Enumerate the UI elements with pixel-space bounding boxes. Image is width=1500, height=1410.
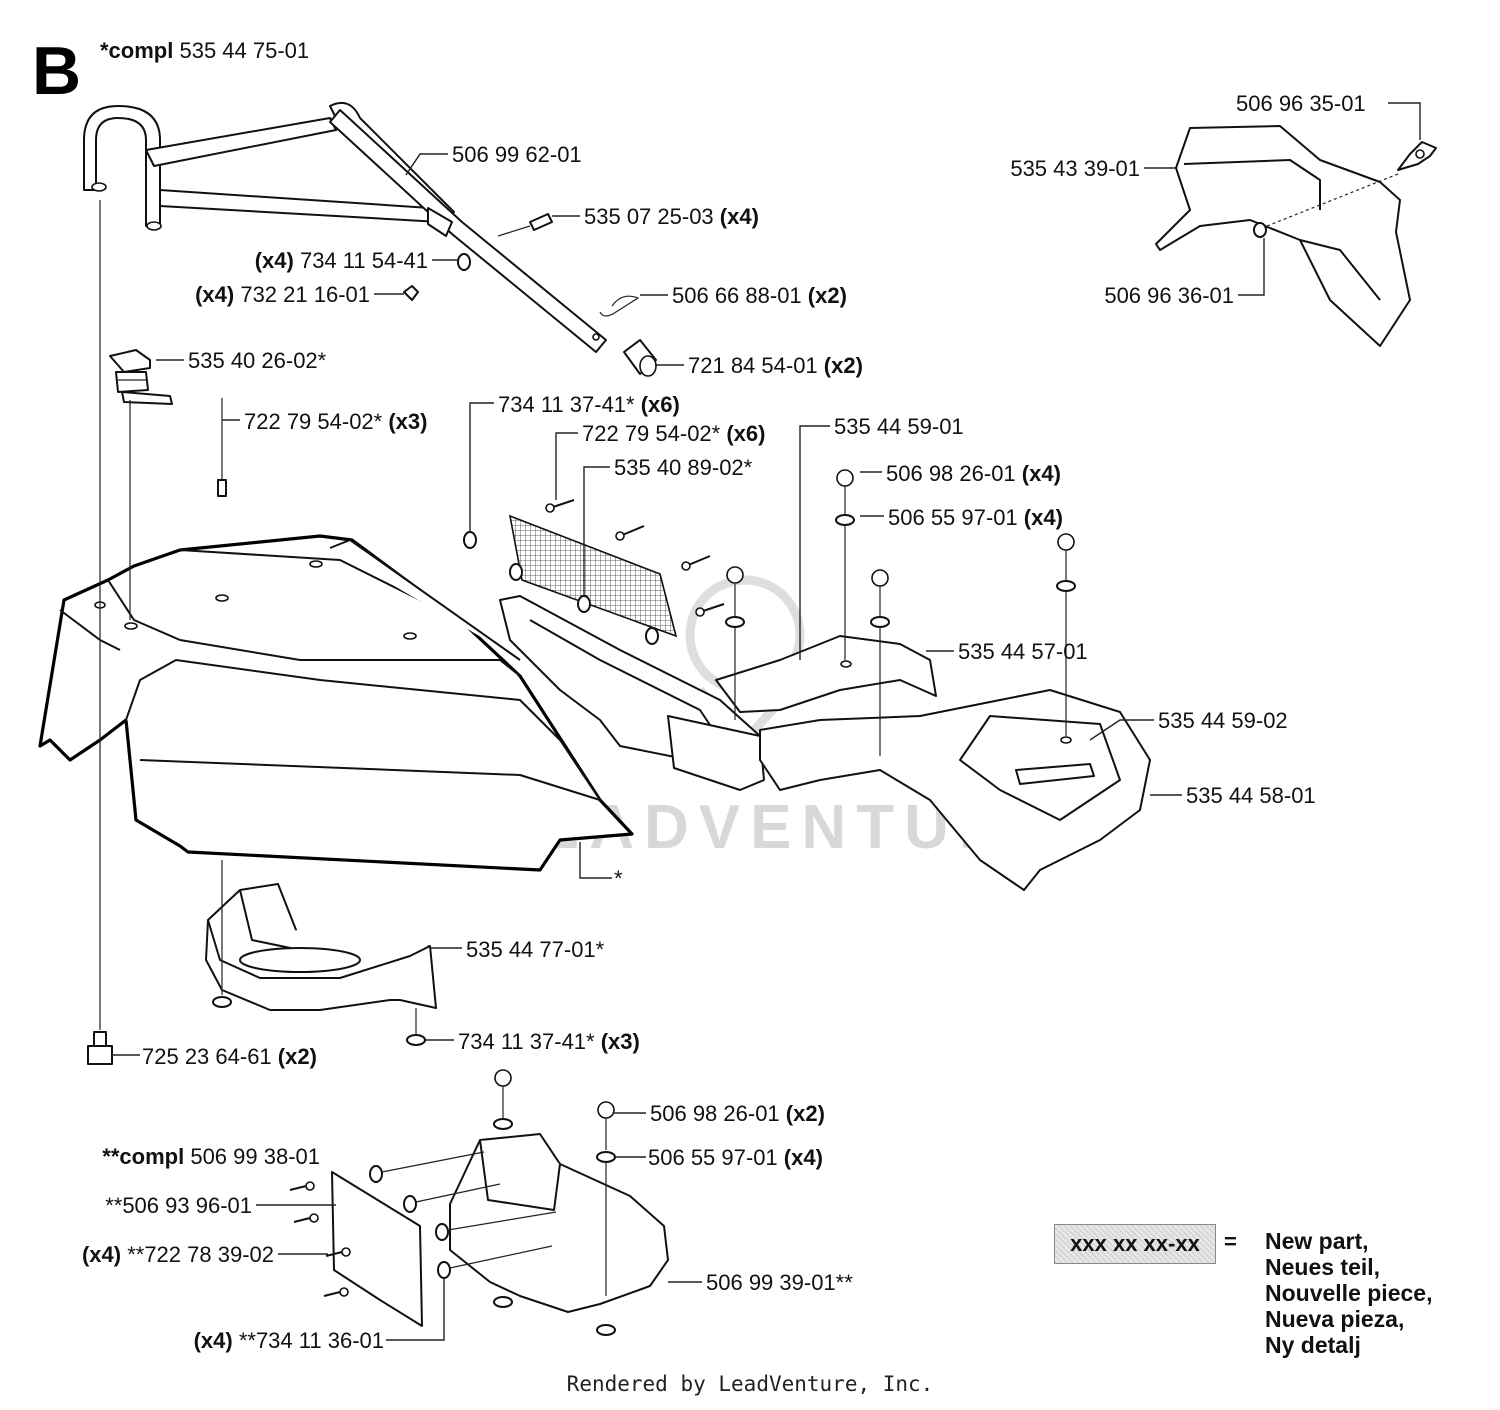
legend-line: Nueva pieza, <box>1265 1306 1405 1332</box>
callout-knob: 535 40 26-02* <box>188 348 327 373</box>
callout-washer-set: 734 11 37-41* (x6) <box>498 392 680 417</box>
callout-hair-pin: 506 66 88-01 (x2) <box>672 283 847 308</box>
callout-lower-screw: 506 98 26-01 (x2) <box>650 1101 825 1126</box>
clevis-pin-part[interactable] <box>623 339 657 377</box>
washer-part[interactable] <box>457 253 471 271</box>
leader-lines <box>112 102 1421 1341</box>
legend-list: New part, Neues teil, Nouvelle piece, Nu… <box>1265 1228 1432 1358</box>
legend-line: New part, <box>1265 1228 1369 1254</box>
callout-lower-nut: (x4) **734 11 36-01 <box>194 1328 384 1353</box>
deflector-part[interactable] <box>1155 125 1411 347</box>
callout-clip: 506 96 35-01 <box>1236 91 1366 116</box>
legend-line: Ny detalj <box>1265 1332 1361 1358</box>
rivet-part[interactable] <box>217 398 227 497</box>
callout-screw-set: 722 79 54-02* (x6) <box>582 421 765 446</box>
new-part-legend: xxx xx xx-xx = New part, Neues teil, Nou… <box>1054 1224 1484 1364</box>
knob-part[interactable] <box>109 349 173 405</box>
callout-sub-assembly: **compl 506 99 38-01 <box>102 1144 320 1169</box>
callout-bowl-washer: 734 11 37-41* (x3) <box>458 1029 640 1054</box>
hair-pin-part[interactable] <box>599 295 640 317</box>
callout-vent-grille: 535 40 89-02* <box>614 455 753 480</box>
callout-lower-rivet: (x4) **722 78 39-02 <box>82 1242 274 1267</box>
callout-side-cover: 535 44 57-01 <box>958 639 1088 664</box>
callout-clevis-pin: 721 84 54-01 (x2) <box>688 353 863 378</box>
callout-bowl: 535 44 77-01* <box>466 937 605 962</box>
callout-handle-bar: 506 99 62-01 <box>452 142 582 167</box>
bolt-part[interactable] <box>497 213 553 237</box>
legend-equals: = <box>1224 1229 1237 1254</box>
seat-base-part[interactable] <box>759 689 1151 891</box>
callout-deflector: 535 43 39-01 <box>1010 156 1140 181</box>
lower-fasteners-part[interactable] <box>289 1069 616 1336</box>
small-washer-part[interactable] <box>1253 222 1267 238</box>
callout-nut: (x4) 732 21 16-01 <box>195 282 370 307</box>
lower-cover-part[interactable] <box>449 1133 669 1313</box>
seat-screws-part[interactable] <box>725 469 1076 756</box>
parts-diagram: LEADVENTURE B *compl 535 44 75-01 <box>32 33 1437 1353</box>
callout-labels: 506 99 62-01 535 07 25-03 (x4) (x4) 734 … <box>82 91 1366 1353</box>
bowl-washers-part[interactable] <box>212 996 426 1046</box>
callout-bolt: 535 07 25-03 (x4) <box>584 204 759 229</box>
legend-line: Neues teil, <box>1265 1254 1381 1280</box>
callout-seat-washer: 506 55 97-01 (x4) <box>888 505 1063 530</box>
callout-seat-screw: 506 98 26-01 (x4) <box>886 461 1061 486</box>
assembly-main-label: *compl 535 44 75-01 <box>100 38 309 63</box>
callout-lower-washer: 506 55 97-01 (x4) <box>648 1145 823 1170</box>
callout-seat-base: 535 44 58-01 <box>1186 783 1316 808</box>
callout-seat-mount: 535 44 59-01 <box>834 414 964 439</box>
seat-mount-part[interactable] <box>715 635 937 713</box>
main-hood-part[interactable] <box>38 534 634 872</box>
callout-long-bolt: 725 23 64-61 (x2) <box>142 1044 317 1069</box>
bracket-part[interactable] <box>667 715 765 791</box>
callout-rivet: 722 79 54-02* (x3) <box>244 409 427 434</box>
screw-set-part[interactable] <box>545 499 725 617</box>
vent-grille-part[interactable] <box>508 514 678 638</box>
clip-part[interactable] <box>1261 141 1437 229</box>
washer-set-part[interactable] <box>463 531 659 645</box>
callout-lower-cover: 506 99 39-01** <box>706 1270 853 1295</box>
handle-bar-part[interactable] <box>83 102 607 353</box>
legend-sample: xxx xx xx-xx <box>1054 1224 1216 1264</box>
long-bolt-part[interactable] <box>87 200 417 1065</box>
legend-line: Nouvelle piece, <box>1265 1280 1433 1306</box>
bowl-part[interactable] <box>205 883 437 1011</box>
callout-seat-plate: 535 44 59-02 <box>1158 708 1288 733</box>
callout-washer: (x4) 734 11 54-41 <box>255 248 428 273</box>
footer-credit: Rendered by LeadVenture, Inc. <box>566 1372 934 1396</box>
callout-hood-star: * <box>614 866 623 891</box>
callout-plate: **506 93 96-01 <box>105 1193 252 1218</box>
callout-small-washer: 506 96 36-01 <box>1104 283 1234 308</box>
nut-part[interactable] <box>403 285 419 301</box>
section-letter: B <box>32 33 81 109</box>
